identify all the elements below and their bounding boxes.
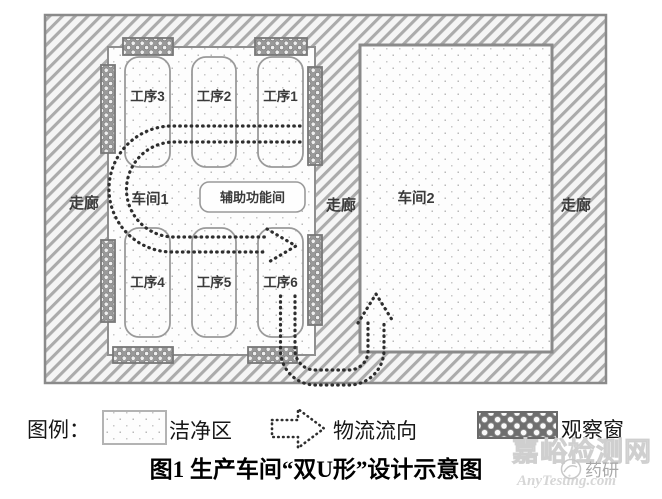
watermark-logo-icon: [560, 458, 582, 480]
flow-u-arrowhead: [265, 227, 298, 265]
legend-observation-window-swatch: [477, 411, 558, 439]
flow-exit-arrowhead: [356, 292, 396, 325]
watermark: 嘉峪检测网 AnyTesting.com 药研: [512, 436, 652, 489]
flow-u-outer-line: [107, 124, 302, 254]
observation-windows: [100, 37, 323, 364]
observation-window-bottom-right: [247, 346, 298, 364]
room-process-2: [191, 56, 237, 168]
aux-room-label: 辅助功能间: [220, 190, 285, 205]
legend-observation-window-label: 观察窗: [561, 418, 624, 442]
observation-window-left-lower: [100, 239, 116, 323]
corridor-label-right: 走廊: [561, 196, 591, 214]
workshop2-label: 车间2: [397, 189, 434, 207]
legend-flow-arrow-icon: [270, 407, 326, 450]
watermark-logo-swirl-icon: [563, 465, 578, 473]
aux-function-room: [199, 181, 306, 213]
figure-caption: 图1 生产车间“双U形”设计示意图: [150, 456, 483, 482]
observation-window-left-upper: [100, 64, 116, 154]
observation-window-top-right: [254, 37, 308, 56]
workshop2-clean-area: [358, 43, 554, 354]
observation-window-right-lower: [307, 234, 323, 326]
room-label-process-4: 工序4: [130, 274, 165, 290]
room-process-3: [124, 56, 171, 168]
flow-exit-outer-line: [278, 294, 386, 387]
room-label-process-2: 工序2: [197, 88, 232, 104]
legend-clean-area-swatch: [102, 410, 167, 445]
room-label-process-3: 工序3: [130, 88, 165, 104]
watermark-logo-text: 药研: [585, 461, 619, 480]
process-rooms: [124, 56, 304, 338]
room-process-1: [257, 56, 304, 168]
flow-exit-inner-line: [293, 294, 370, 372]
workshop1-label: 车间1: [131, 190, 168, 208]
flow-u-shape: [107, 124, 302, 265]
flow-exit-arrow: [278, 292, 396, 387]
room-process-5: [191, 227, 237, 338]
observation-window-right-upper: [307, 66, 323, 166]
legend-clean-area-label: 洁净区: [169, 419, 232, 443]
flow-u-inner-line: [124, 140, 302, 239]
room-label-process-1: 工序1: [263, 88, 298, 104]
corridor-label-middle: 走廊: [326, 196, 356, 214]
watermark-domain-text: AnyTesting.com: [516, 473, 616, 489]
corridor-label-left: 走廊: [69, 194, 99, 212]
legend-flow-label: 物流流向: [333, 419, 417, 443]
legend: 图例： 洁净区 物流流向 观察窗: [27, 407, 624, 450]
legend-title: 图例：: [27, 418, 90, 442]
room-label-process-5: 工序5: [197, 274, 232, 290]
observation-window-top-left: [122, 37, 174, 56]
room-label-process-6: 工序6: [263, 274, 298, 290]
watermark-site-text: 嘉峪检测网: [512, 436, 652, 467]
observation-window-bottom-left: [112, 346, 174, 364]
